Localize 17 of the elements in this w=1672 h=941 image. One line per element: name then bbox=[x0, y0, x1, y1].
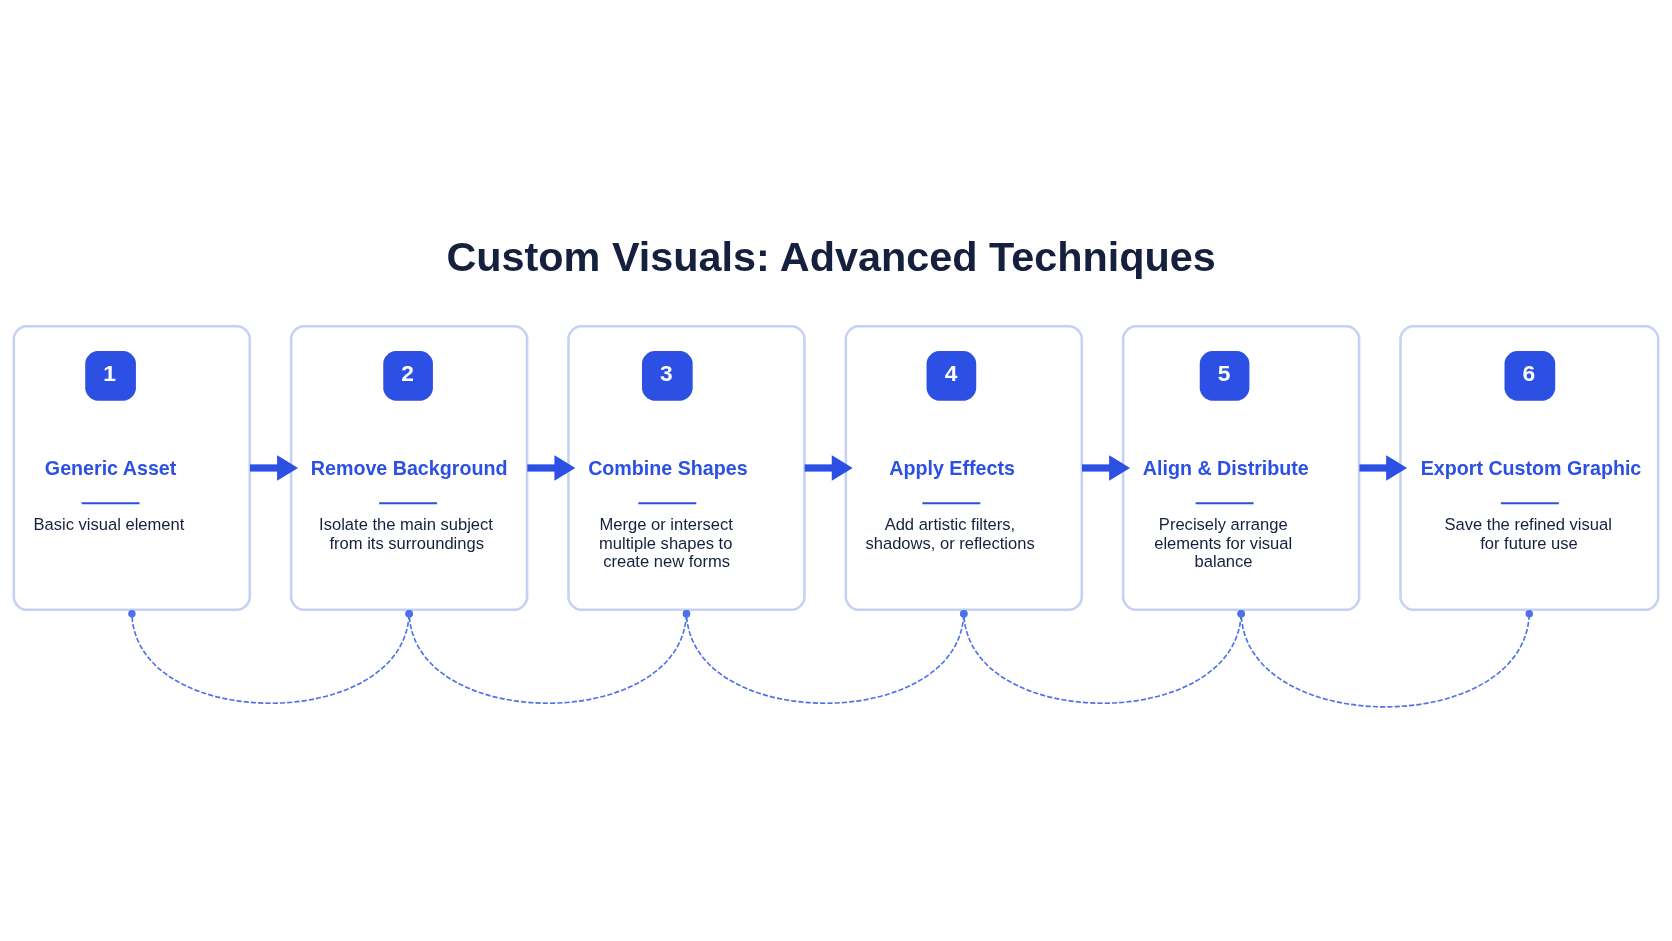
connector bbox=[682, 609, 968, 704]
node-box: 4 Apply Effects Add artistic filters, shadows, or reflections bbox=[844, 324, 1084, 611]
arrow bbox=[1359, 454, 1408, 481]
arrow bbox=[527, 454, 576, 481]
diagram-title: Custom Visuals: Advanced Techniques bbox=[446, 233, 1216, 280]
connector bbox=[128, 609, 413, 704]
connector bbox=[1237, 609, 1533, 708]
arrow bbox=[1081, 454, 1130, 481]
arrow bbox=[804, 454, 853, 481]
node-box: 6 Export Custom Graphic Save the refined visual for future use bbox=[1399, 324, 1660, 611]
arrow bbox=[249, 454, 298, 481]
connector bbox=[960, 609, 1245, 704]
connector bbox=[405, 609, 691, 704]
node-box: 3 Combine Shapes Merge or intersect multiple shapes to create new forms bbox=[567, 324, 806, 611]
node-box: 5 Align & Distribute Precisely arrange elements for visual balance bbox=[1121, 324, 1361, 611]
node-box: 2 Remove Background Isolate the main subject from its surroundings bbox=[289, 324, 529, 611]
node-box: 1 Generic Asset Basic visual element bbox=[12, 324, 252, 611]
